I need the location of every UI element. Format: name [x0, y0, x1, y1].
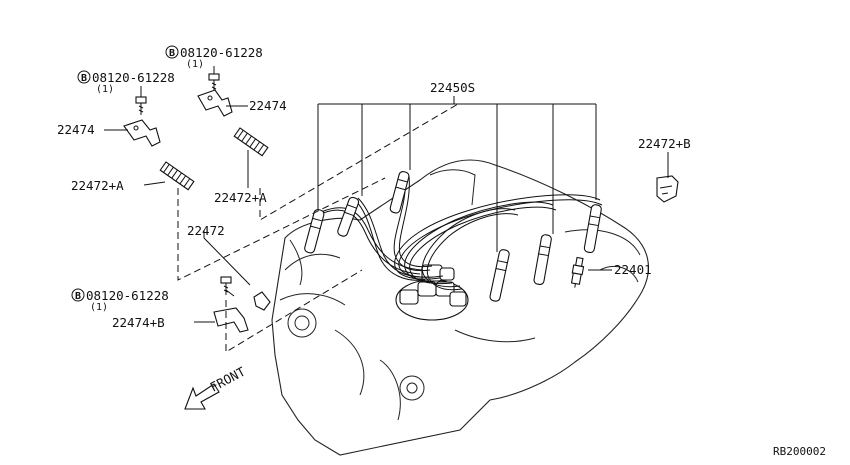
bracket-lower-part [213, 307, 249, 333]
reference-code: RB200002 [773, 445, 826, 458]
callout-bolt-low-qty: (1) [90, 302, 108, 313]
ignition-wires [317, 175, 603, 291]
callout-bracket-upper-left: 22474 [57, 122, 95, 137]
callout-bolt-mid-circle: B [81, 73, 87, 84]
callout-bolt-mid: B 08120-61228 (1) [77, 70, 175, 95]
callout-clamp-left: 22472+A [71, 178, 124, 193]
clip-part [253, 291, 271, 311]
bracket-upper-right [197, 89, 233, 117]
clamp-left-part [159, 161, 195, 191]
callout-bolt-top-qty: (1) [186, 59, 204, 70]
callout-bolt-low-part: 08120-61228 [86, 288, 169, 303]
callout-bolt-top: B 08120-61228 (1) [165, 45, 263, 70]
callout-bolt-top-part: 08120-61228 [180, 45, 263, 60]
callout-bolt-mid-qty: (1) [96, 84, 114, 95]
callout-clip: 22472 [187, 223, 225, 238]
callout-bolt-top-circle: B [169, 48, 175, 59]
callout-cable-set: 22450S [430, 80, 475, 95]
clamp-b-part [656, 175, 679, 203]
assembly-lines [177, 103, 459, 353]
spark-plug [570, 256, 585, 288]
bolt-lower [220, 276, 232, 295]
plug-boots [304, 171, 602, 302]
callout-bolt-mid-part: 08120-61228 [92, 70, 175, 85]
callout-bolt-low-circle: B [75, 291, 81, 302]
callout-bolt-low: B 08120-61228 (1) [71, 288, 169, 313]
bolt-upper-left [135, 96, 147, 115]
bolt-upper-right [208, 73, 220, 92]
callout-spark-plug: 22401 [614, 262, 652, 277]
bracket-upper-left [123, 119, 161, 147]
callout-bracket-lower: 22474+B [112, 315, 165, 330]
front-arrow-icon [184, 383, 220, 410]
clamp-right-part [233, 127, 269, 157]
callout-clamp-right: 22472+A [214, 190, 267, 205]
callout-clamp-b: 22472+B [638, 136, 691, 151]
callout-bracket-upper-right: 22474 [249, 98, 287, 113]
front-label: FRONT [207, 364, 248, 395]
leader-lines [104, 66, 669, 323]
